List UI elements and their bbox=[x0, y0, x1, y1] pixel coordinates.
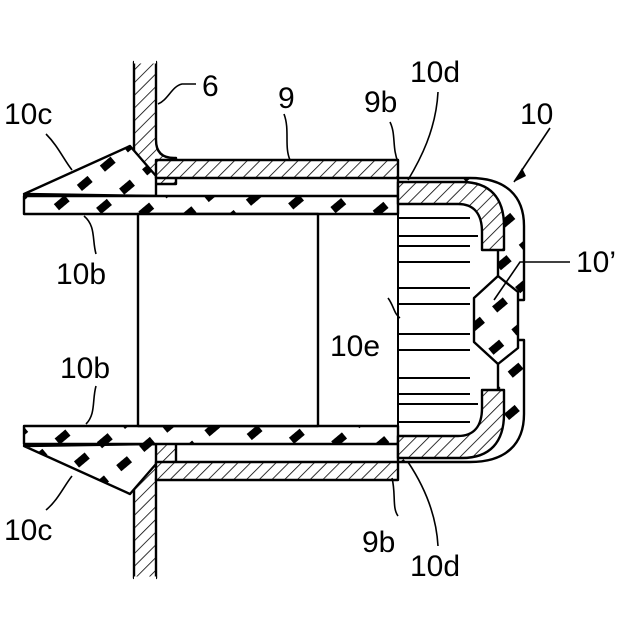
label-10: 10 bbox=[520, 98, 553, 131]
label-6: 6 bbox=[202, 70, 219, 103]
label-10d-bottom: 10d bbox=[410, 550, 460, 583]
ribs-10e bbox=[398, 214, 478, 426]
label-10c-bottom: 10c bbox=[4, 514, 52, 547]
label-9b-bottom: 9b bbox=[362, 526, 395, 559]
label-10d-top: 10d bbox=[410, 56, 460, 89]
label-9: 9 bbox=[278, 82, 295, 115]
label-10prime: 10’ bbox=[576, 246, 616, 279]
label-10b-top: 10b bbox=[56, 258, 106, 291]
label-9b-top: 9b bbox=[364, 86, 397, 119]
inner-body bbox=[138, 214, 318, 426]
label-10e: 10e bbox=[330, 330, 380, 363]
label-10c-top: 10c bbox=[4, 98, 52, 131]
label-10b-bottom: 10b bbox=[60, 352, 110, 385]
